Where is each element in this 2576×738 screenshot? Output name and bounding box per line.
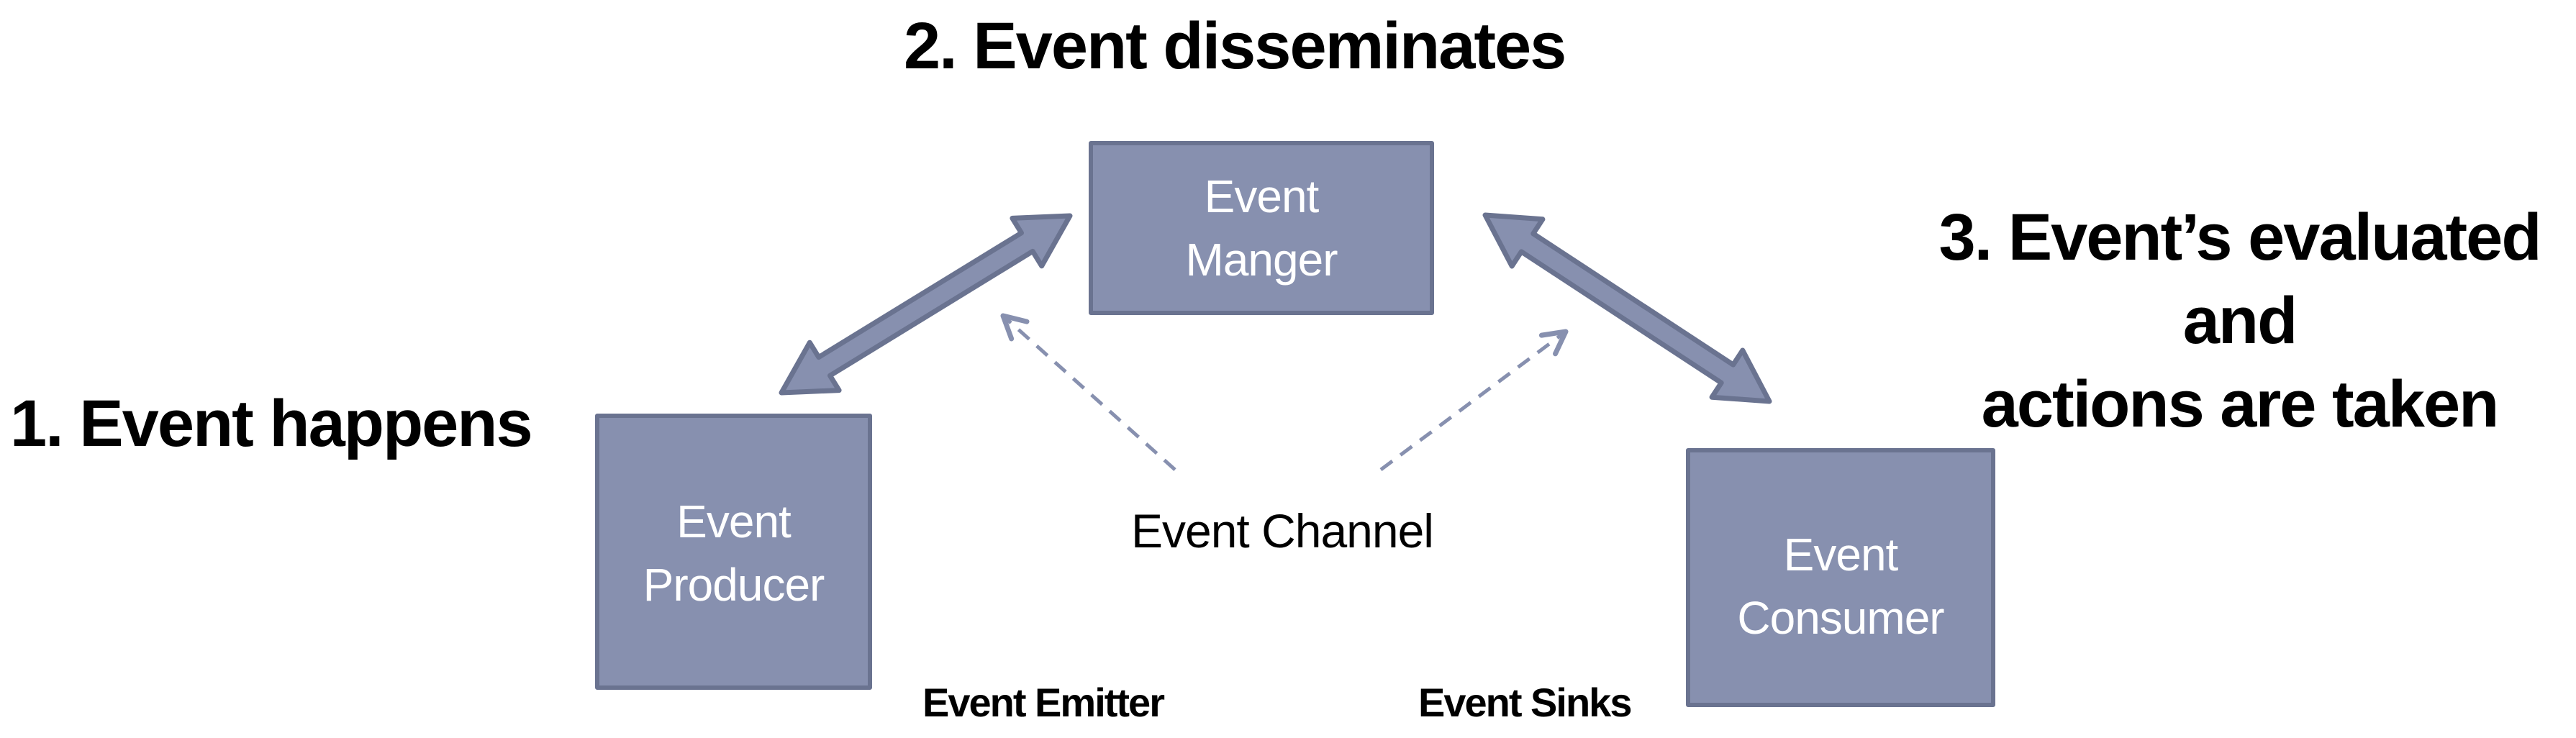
step-1-title: 1. Event happens — [10, 387, 533, 460]
event-consumer-node[interactable]: Event Consumer — [1686, 448, 1995, 707]
event-producer-label-line-1: Event — [676, 496, 792, 547]
step-3-line-2: and — [2182, 284, 2298, 357]
dashed-line — [1379, 329, 1567, 472]
producer-manager-double-arrow — [779, 213, 1073, 396]
event-channel-label: Event Channel — [1131, 504, 1434, 557]
event-producer-node[interactable]: Event Producer — [595, 414, 872, 690]
arrowhead-icon — [1538, 329, 1569, 357]
event-consumer-label-line-1: Event — [1783, 529, 1899, 580]
dashed-line — [1002, 314, 1176, 471]
channel-to-manager-dashed-arrow-left — [1000, 313, 1176, 471]
event-manager-label-line-1: Event — [1204, 170, 1320, 222]
event-producer-label-line-2: Producer — [643, 559, 825, 611]
channel-to-manager-dashed-arrow-right — [1379, 329, 1569, 472]
step-3-line-1: 3. Event’s evaluated — [1938, 201, 2541, 274]
step-3-line-3: actions are taken — [1981, 368, 2500, 441]
arrowhead-icon — [1000, 313, 1030, 342]
step-3-title: 3. Event’s evaluated and actions are tak… — [1900, 196, 2576, 446]
event-emitter-label: Event Emitter — [922, 680, 1165, 725]
event-consumer-label-line-2: Consumer — [1737, 592, 1944, 644]
event-manager-node[interactable]: Event Manger — [1089, 141, 1434, 315]
manager-consumer-double-arrow — [1482, 212, 1772, 404]
event-sinks-label: Event Sinks — [1418, 680, 1632, 725]
step-2-title: 2. Event disseminates — [904, 9, 1566, 83]
event-manager-label-line-2: Manger — [1185, 234, 1338, 286]
